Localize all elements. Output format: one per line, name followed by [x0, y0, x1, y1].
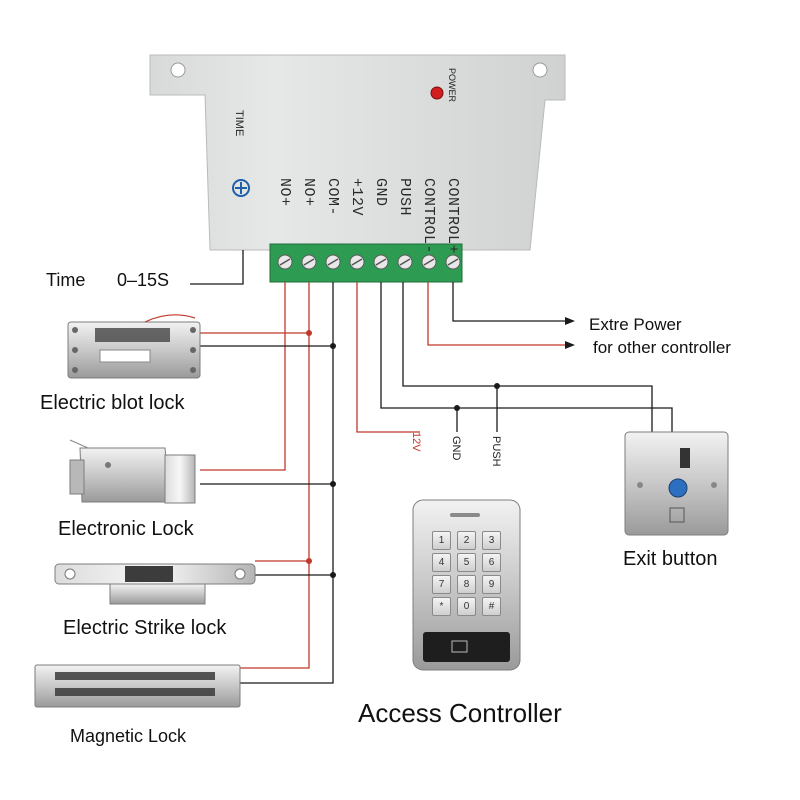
keypad-key: * [432, 597, 451, 616]
wire-com-black-bus [240, 282, 334, 684]
wire-control-plus [452, 282, 568, 322]
bolt-lock-label: Electric blot lock [40, 392, 185, 414]
terminal-label: COM- [324, 178, 341, 217]
electronic-lock-label: Electronic Lock [58, 518, 194, 540]
magnetic-lock [34, 664, 241, 708]
wire-gnd-label: GND [450, 436, 462, 461]
time-label: Time [46, 270, 86, 290]
extra-power-label: Extre Power [589, 315, 682, 334]
access-controller-label: Access Controller [358, 698, 562, 728]
electric-strike-lock [54, 563, 256, 605]
strike-lock-label: Electric Strike lock [63, 617, 227, 639]
terminal-block [269, 243, 463, 283]
keypad-key: 4 [432, 553, 451, 572]
electric-bolt-lock [67, 314, 201, 379]
keypad-key: 6 [482, 553, 501, 572]
arrow-extra-power [565, 317, 575, 325]
exit-button-device [624, 431, 729, 536]
keypad-key: 0 [457, 597, 476, 616]
keypad-key: 3 [482, 531, 501, 550]
wires [200, 282, 673, 684]
time-leader-line [190, 250, 244, 285]
terminal-label: GND [372, 178, 389, 207]
mount-hole-right [532, 62, 548, 78]
keypad-key: 9 [482, 575, 501, 594]
keypad-key: 1 [432, 531, 451, 550]
time-knob-icon [232, 179, 250, 197]
wire-no1-electronic-lock [200, 282, 286, 471]
wire-12v-label: 12V [410, 432, 422, 452]
keypad-key: 2 [457, 531, 476, 550]
terminal-label: CONTROL- [420, 178, 437, 255]
keypad-key: # [482, 597, 501, 616]
keypad-key: 7 [432, 575, 451, 594]
electronic-lock [69, 439, 196, 504]
power-led-label: POWER [447, 68, 457, 103]
terminal-label: NO+ [300, 178, 317, 207]
power-module [149, 54, 566, 251]
wire-no2-red-bus [240, 282, 310, 669]
power-led [430, 86, 444, 100]
arrow-other-controller [565, 341, 575, 349]
wire-gnd [380, 282, 673, 432]
wire-12v [356, 282, 420, 433]
keypad-key: 8 [457, 575, 476, 594]
terminal-label: +12V [348, 178, 365, 217]
time-range-label: 0–15S [117, 270, 170, 290]
keypad-key: 5 [457, 553, 476, 572]
other-controller-label: for other controller [593, 338, 731, 357]
mount-hole-left [170, 62, 186, 78]
terminal-label: CONTROL+ [444, 178, 461, 255]
exit-button-label: Exit button [623, 548, 718, 570]
module-brand-label: TIME [233, 110, 245, 137]
magnetic-lock-label: Magnetic Lock [70, 726, 187, 746]
wire-control-minus [427, 282, 568, 346]
terminal-label: PUSH [396, 178, 413, 217]
wire-push-label: PUSH [490, 436, 502, 467]
terminal-label: NO+ [276, 178, 293, 207]
wire-push [402, 282, 653, 432]
